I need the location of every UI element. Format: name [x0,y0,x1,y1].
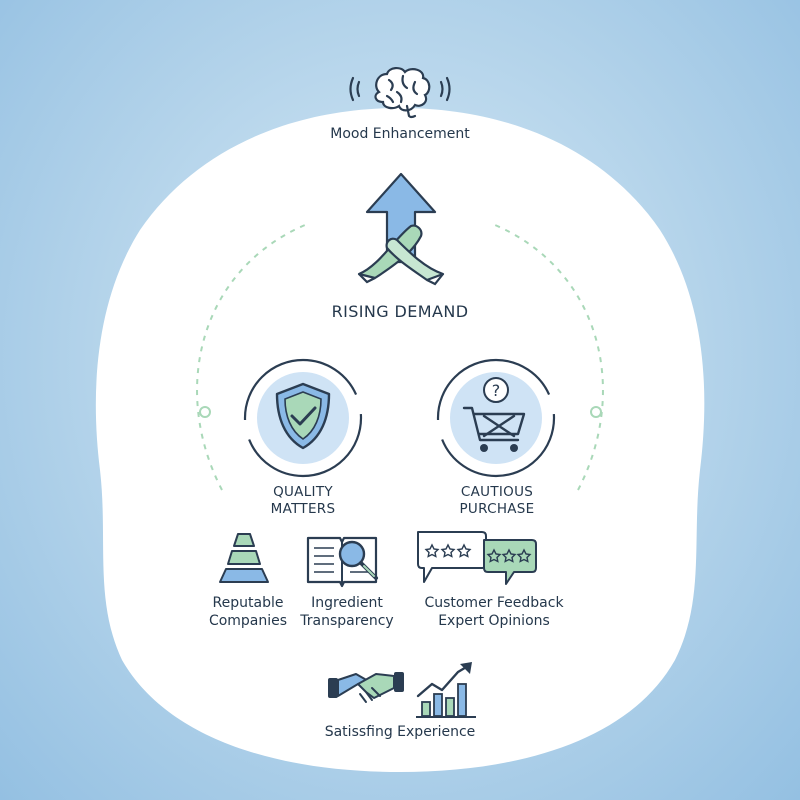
connector-node-left [199,406,211,418]
rising-demand-label: RISING DEMAND [331,302,469,321]
reputable-companies-label: Reputable Companies [196,595,300,631]
connector-arc [196,224,306,491]
quality-matters-line1: QUALITY [273,484,333,500]
pyramid-icon [214,530,274,590]
feedback-line1: Customer Feedback [424,595,564,611]
shield-check-icon [241,356,365,484]
cautious-purchase-label: CAUTIOUS PURCHASE [430,484,564,519]
brain-icon [345,62,455,126]
feedback-line2: Expert Opinions [438,612,550,629]
ingredient-line2: Transparency [300,612,394,629]
reputable-line2: Companies [208,612,288,629]
ingredient-line1: Ingredient [311,595,383,611]
mood-enhancement-label: Mood Enhancement [330,126,470,142]
ingredient-transparency-label: Ingredient Transparency [290,595,404,631]
cautious-purchase-line1: CAUTIOUS [460,484,534,500]
upward-arrow-ribbon-icon [355,170,447,294]
cart-question-icon: ? [434,356,558,484]
connector-node-right [590,406,602,418]
growth-chart-icon [414,660,478,724]
handshake-icon [326,662,406,716]
quality-matters-line2: MATTERS [270,501,336,518]
reputable-line1: Reputable [212,595,284,611]
satisfying-experience-label: Satissfing Experience [324,724,476,740]
svg-text:?: ? [492,381,501,400]
customer-feedback-label: Customer Feedback Expert Opinions [414,595,574,631]
review-bubbles-icon [414,528,542,592]
quality-matters-label: QUALITY MATTERS [240,484,366,519]
cautious-purchase-line2: PURCHASE [459,501,535,518]
book-magnifier-icon [304,530,384,594]
